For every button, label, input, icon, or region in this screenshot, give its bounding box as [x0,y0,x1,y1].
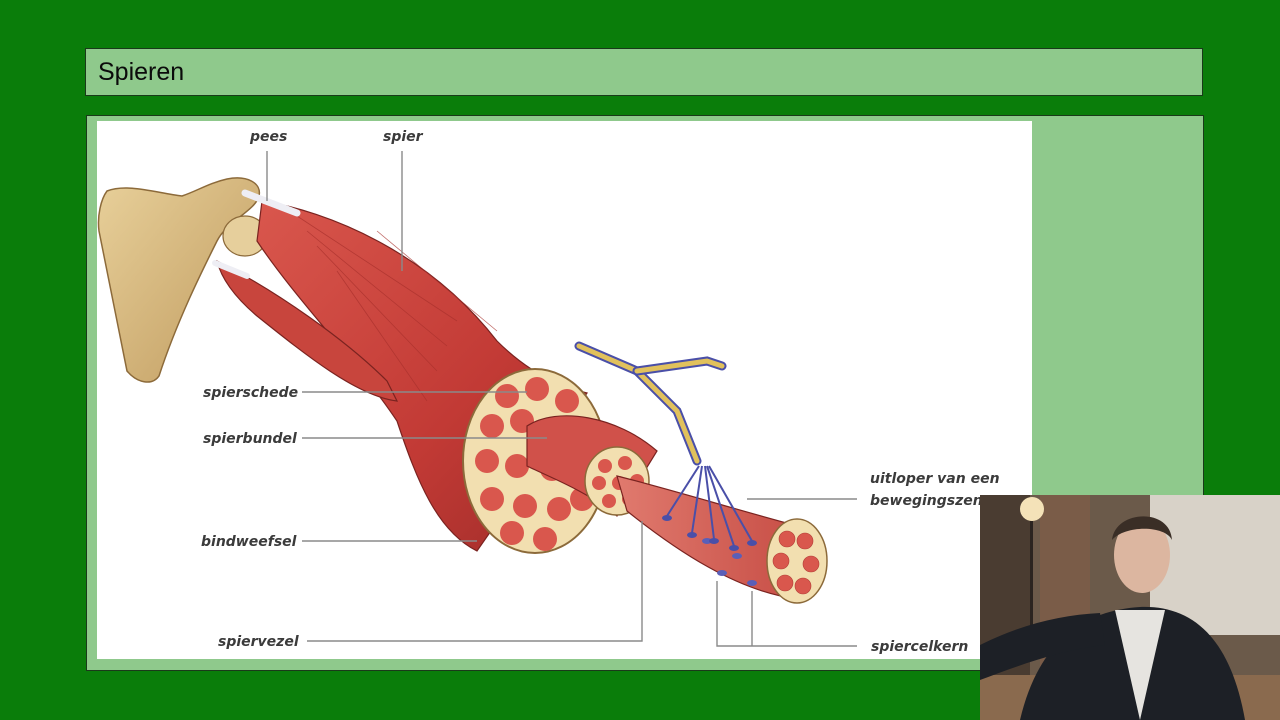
nerve [574,341,757,551]
label-uitloper-line2: bewegingszenuw [870,493,1006,509]
nuclei [702,538,757,586]
muscle-diagram: pees spier spierschede spierbundel bindw… [97,121,1032,659]
webcam-overlay [980,495,1280,720]
label-spier: spier [383,129,424,145]
slide-title: Spieren [98,58,185,86]
muscle-striations [296,215,498,402]
label-spiervezel: spiervezel [218,634,299,650]
lamp [1020,497,1044,521]
scapula-bone [97,177,261,383]
person-face [1114,517,1170,593]
label-spierbundel: spierbundel [203,431,297,447]
label-spiercelkern: spiercelkern [871,639,968,655]
label-spierschede: spierschede [203,385,298,401]
tendon-upper [241,189,301,217]
label-pees: pees [249,129,287,145]
slide-title-bar: Spieren [85,48,1203,96]
muscle-illustration: pees spier spierschede spierbundel bindw… [97,129,1006,655]
tendon-lower [212,260,250,279]
label-bindweefsel: bindweefsel [201,534,297,550]
label-uitloper-line1: uitloper van een [870,471,1000,487]
